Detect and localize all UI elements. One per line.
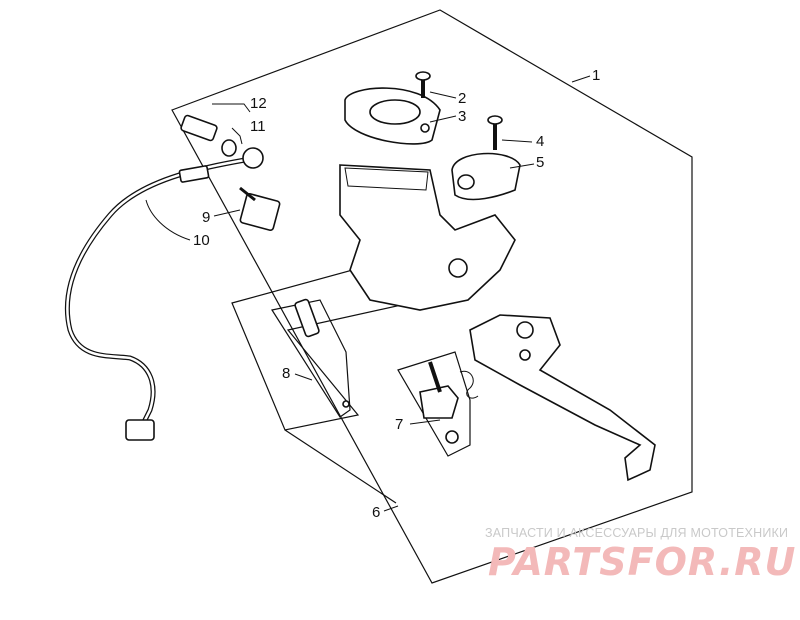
callout-2: 2 <box>458 90 466 107</box>
switch-wire <box>239 186 256 202</box>
banjo-fitting <box>242 147 264 169</box>
pivot-nut <box>445 430 459 444</box>
brake-lever <box>469 314 656 482</box>
callout-6: 6 <box>372 504 380 521</box>
watermark-logo: PARTSFOR.RU <box>488 540 797 584</box>
watermark-tagline: ЗАПЧАСТИ И АКСЕССУАРЫ ДЛЯ МОТОТЕХНИКИ <box>485 526 789 540</box>
callout-1: 1 <box>592 67 600 84</box>
callout-11: 11 <box>250 118 266 135</box>
lever-adjuster <box>519 349 531 361</box>
assembly-frame <box>171 9 693 584</box>
pivot-bushing <box>419 385 459 419</box>
pin-clip <box>342 400 350 408</box>
pivot-pin <box>294 298 320 338</box>
callout-4: 4 <box>536 133 544 150</box>
hose-sleeve <box>178 165 210 183</box>
callout-7: 7 <box>395 416 403 433</box>
callout-8: 8 <box>282 365 290 382</box>
brake-hose-inner <box>66 158 246 431</box>
callout-3: 3 <box>458 108 466 125</box>
pivot-bolt <box>428 361 442 393</box>
callout-9: 9 <box>202 209 210 226</box>
callout-12: 12 <box>250 95 267 112</box>
hose-fitting <box>125 419 155 441</box>
reservoir-rim <box>344 167 429 191</box>
brake-hose <box>64 157 246 432</box>
clamp-hole <box>457 174 475 190</box>
master-cylinder-body <box>339 164 516 311</box>
washer <box>221 139 237 157</box>
pin-subframe <box>271 299 351 418</box>
clamp-screw-head <box>487 115 503 125</box>
leader-lines <box>145 75 591 512</box>
lever-pivot-hole <box>516 321 534 339</box>
banjo-bolt <box>180 114 218 142</box>
callout-10: 10 <box>193 232 210 249</box>
cap-screw-hole <box>420 123 430 133</box>
callout-5: 5 <box>536 154 544 171</box>
brake-switch <box>239 192 281 232</box>
cap-screw-head <box>415 71 431 81</box>
cap-label <box>369 99 421 125</box>
pivot-subframe <box>397 351 471 457</box>
lever-pivot-boss <box>448 258 468 278</box>
return-spring <box>459 370 479 399</box>
